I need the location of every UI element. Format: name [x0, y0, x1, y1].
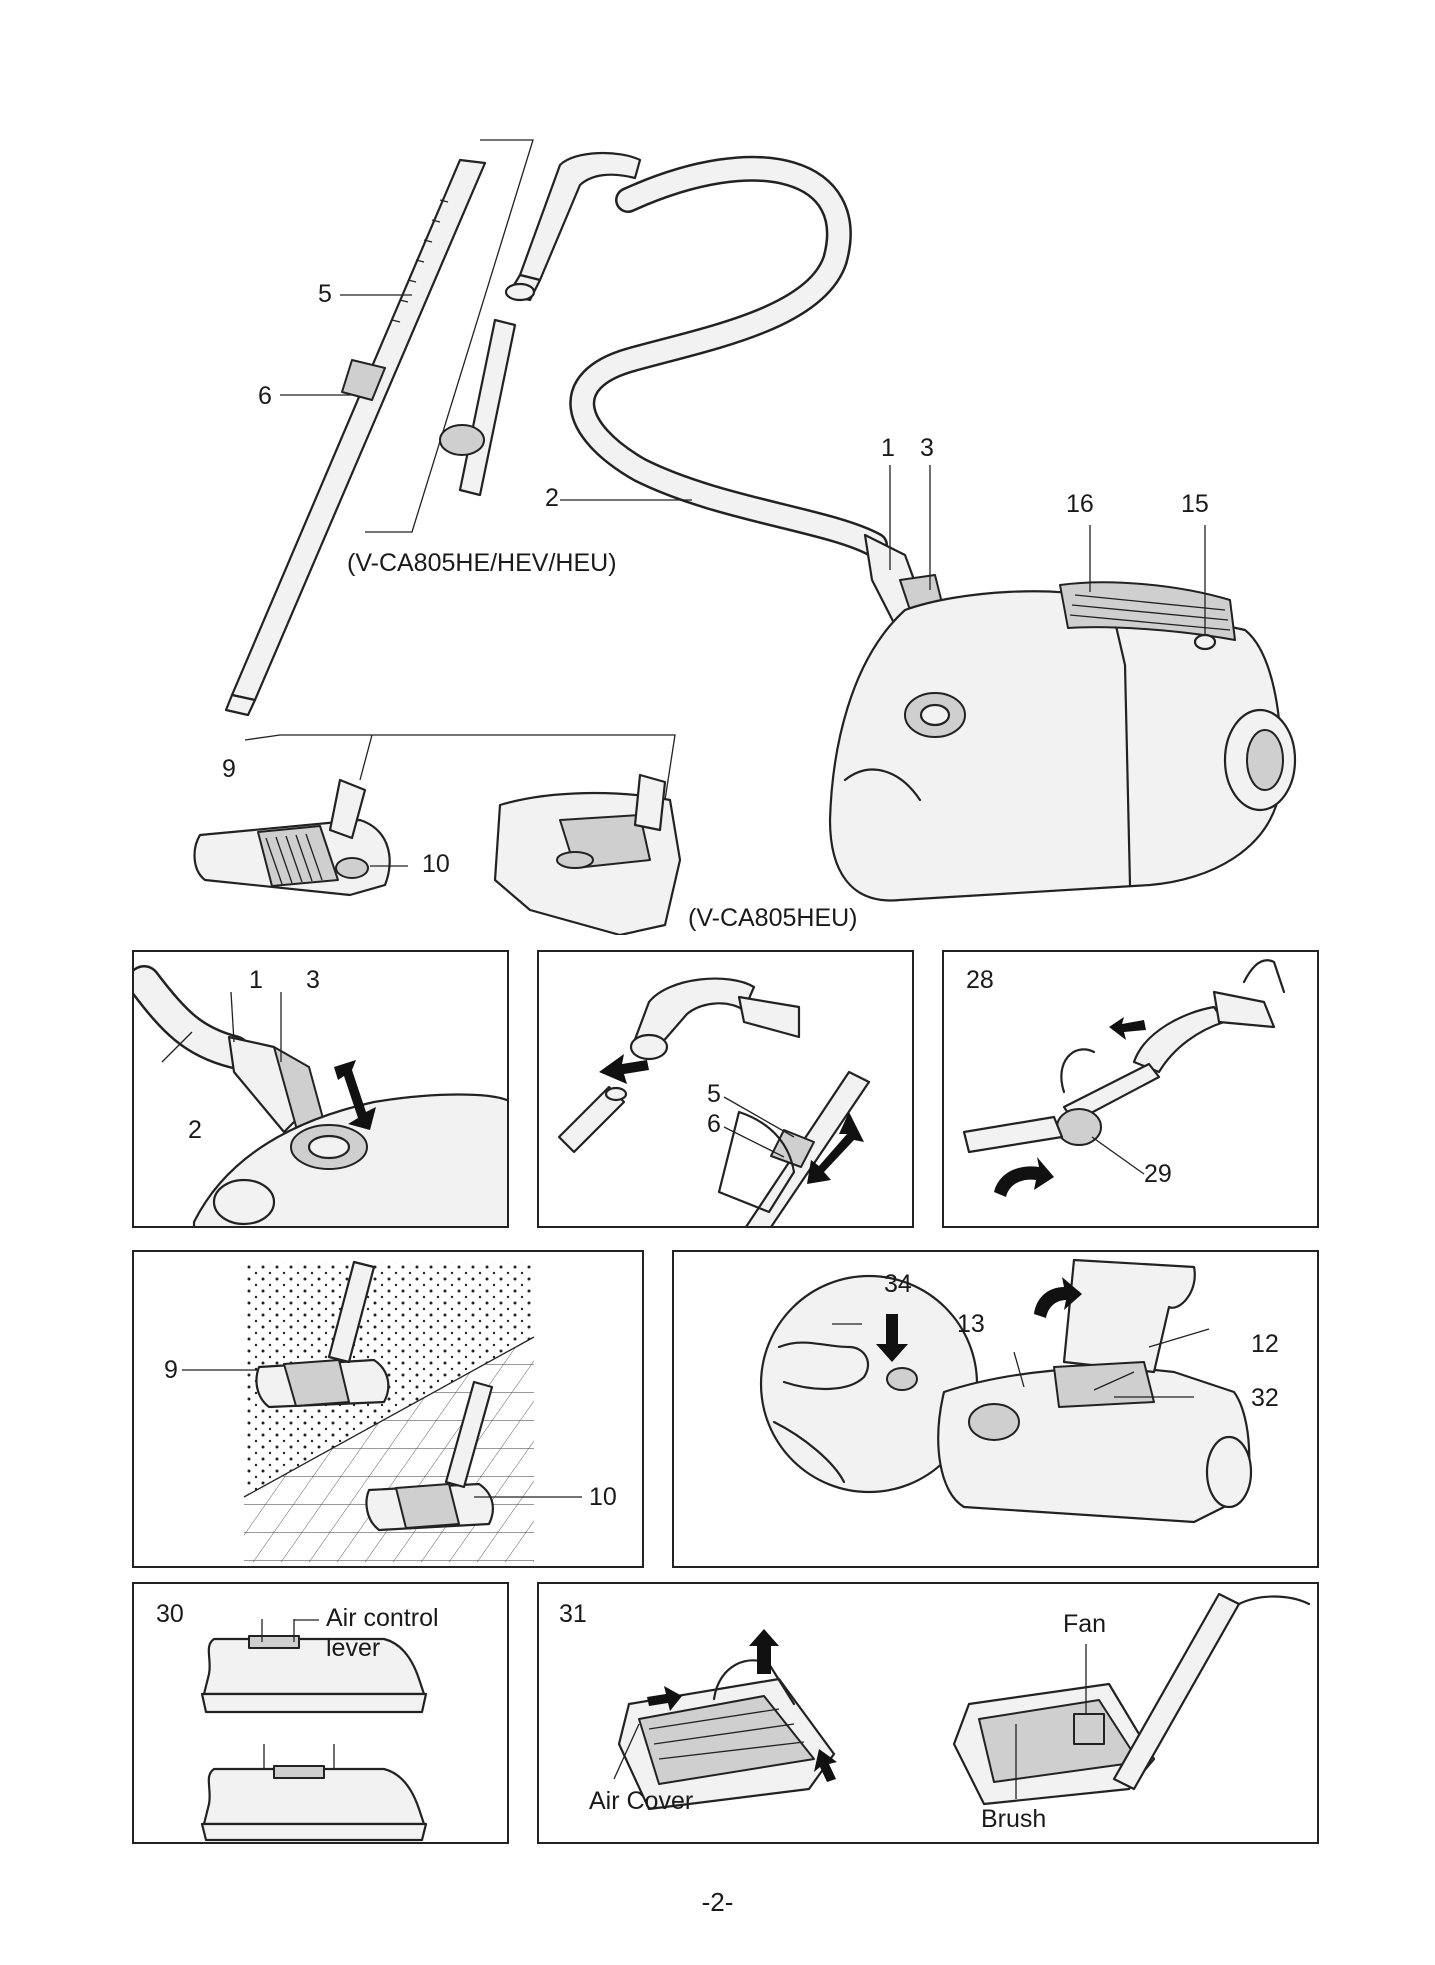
model-note-he-hev-heu: (V-CA805HE/HEV/HEU)	[347, 551, 617, 576]
air-control-drawing	[134, 1584, 509, 1844]
callout-15: 15	[1181, 492, 1209, 517]
callout-10: 10	[422, 852, 450, 877]
air-control-lever-label-1: Air control	[326, 1606, 439, 1631]
bag-callout-34: 34	[884, 1272, 912, 1297]
turbo-fig-31: 31	[559, 1602, 587, 1627]
panel-floor-nozzle: 9 10	[132, 1250, 644, 1568]
handle-fig-28: 28	[966, 968, 994, 993]
callout-9: 9	[222, 757, 236, 782]
air-fig-30: 30	[156, 1602, 184, 1627]
wand-callout-5: 5	[707, 1082, 721, 1107]
model-note-heu: (V-CA805HEU)	[688, 906, 858, 931]
bag-callout-12: 12	[1251, 1332, 1279, 1357]
callout-5: 5	[318, 282, 332, 307]
turbo-brush-label: Brush	[981, 1807, 1046, 1832]
nozzle-callout-9: 9	[164, 1358, 178, 1383]
overview-illustration: 5 6 (V-CA805HE/HEV/HEU) 2 1 3 16 15 9 10…	[0, 0, 1435, 935]
nozzle-callout-10: 10	[589, 1485, 617, 1510]
hose-callout-3: 3	[306, 968, 320, 993]
page-number: -2-	[0, 1887, 1435, 1918]
callout-6: 6	[258, 384, 272, 409]
turbo-fan-label: Fan	[1063, 1612, 1106, 1637]
handle-callout-29: 29	[1144, 1162, 1172, 1187]
bag-callout-32: 32	[1251, 1386, 1279, 1411]
bag-callout-13: 13	[957, 1312, 985, 1337]
panel-air-control: 30 Air control lever	[132, 1582, 509, 1844]
callout-2: 2	[545, 486, 559, 511]
panel-turbo-brush: 31 Fan Air Cover Brush	[537, 1582, 1319, 1844]
floor-nozzle-drawing	[134, 1252, 644, 1568]
air-control-lever-label-2: lever	[326, 1636, 380, 1661]
hose-callout-1: 1	[249, 968, 263, 993]
panel-wand-adjust: 5 6	[537, 950, 914, 1228]
panel-dust-bag: 34 13 12 32	[672, 1250, 1319, 1568]
callout-1: 1	[881, 436, 895, 461]
panel-handle-assembly: 28 29	[942, 950, 1319, 1228]
overview-drawing	[0, 0, 1435, 935]
callout-3: 3	[920, 436, 934, 461]
turbo-air-cover-label: Air Cover	[589, 1789, 693, 1814]
dust-bag-drawing	[674, 1252, 1319, 1568]
hose-connect-drawing	[134, 952, 509, 1228]
handle-assembly-drawing	[944, 952, 1319, 1228]
callout-16: 16	[1066, 492, 1094, 517]
wand-adjust-drawing	[539, 952, 914, 1228]
hose-callout-2: 2	[188, 1118, 202, 1143]
panel-hose-connect: 1 3 2	[132, 950, 509, 1228]
wand-callout-6: 6	[707, 1112, 721, 1137]
